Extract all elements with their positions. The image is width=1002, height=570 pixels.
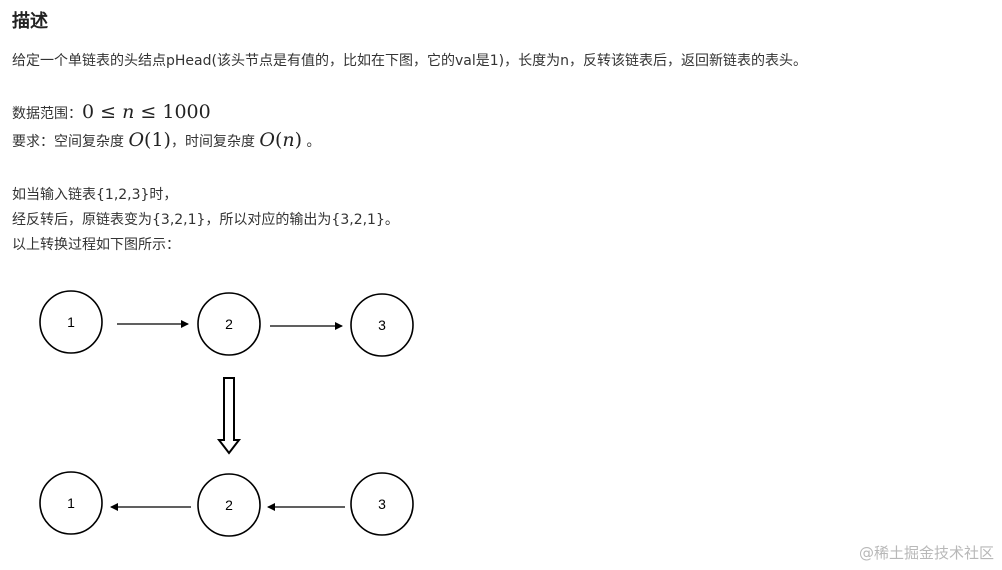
data-range-math: 0 ≤ n ≤ 1000	[82, 101, 211, 123]
requirement-mid: ，时间复杂度	[170, 134, 260, 150]
list-node: 2	[197, 292, 261, 356]
requirement-label: 要求：空间复杂度	[12, 134, 129, 150]
heading-描述: 描述	[12, 11, 48, 32]
linked-list-diagram: 1 2 3 1 2 3	[39, 290, 414, 537]
data-range-line: 数据范围：0 ≤ n ≤ 1000	[12, 101, 211, 125]
time-o: O	[259, 129, 275, 151]
requirement-end: 。	[302, 134, 321, 150]
time-arg-var: n	[282, 129, 295, 151]
node-value: 3	[378, 496, 386, 512]
node-value: 3	[378, 317, 386, 333]
list-node: 2	[197, 473, 261, 537]
problem-statement: 给定一个单链表的头结点pHead(该头节点是有值的，比如在下图，它的val是1)…	[12, 53, 807, 69]
time-arg-close: )	[294, 129, 303, 151]
list-node: 1	[39, 471, 103, 535]
watermark: @稀土掘金技术社区	[858, 544, 994, 562]
space-complexity: O(1)	[128, 129, 171, 151]
transform-down-arrow-icon	[216, 377, 242, 455]
original-list: 1 2 3	[39, 290, 414, 357]
node-value: 1	[67, 495, 75, 511]
node-value: 1	[67, 314, 75, 330]
range-op1: ≤	[100, 101, 117, 123]
example-line-3: 以上转换过程如下图所示：	[12, 237, 180, 253]
range-high: 1000	[162, 101, 211, 123]
list-node: 1	[39, 290, 103, 354]
node-value: 2	[225, 316, 233, 332]
requirement-line: 要求：空间复杂度 O(1)，时间复杂度 O(n) 。	[12, 129, 321, 153]
time-arg-open: (	[274, 129, 283, 151]
example-line-1: 如当输入链表{1,2,3}时，	[12, 187, 178, 203]
range-op2: ≤	[140, 101, 157, 123]
list-node: 3	[350, 293, 414, 357]
data-range-label: 数据范围：	[12, 106, 82, 122]
space-arg: (1)	[144, 129, 171, 151]
example-line-2: 经反转后，原链表变为{3,2,1}，所以对应的输出为{3,2,1}。	[12, 212, 399, 228]
list-node: 3	[350, 472, 414, 536]
space-o: O	[128, 129, 145, 151]
time-complexity: O(n)	[259, 129, 302, 151]
range-var: n	[122, 101, 135, 123]
node-value: 2	[225, 497, 233, 513]
range-low: 0	[82, 101, 95, 123]
reversed-list: 1 2 3	[39, 471, 414, 537]
